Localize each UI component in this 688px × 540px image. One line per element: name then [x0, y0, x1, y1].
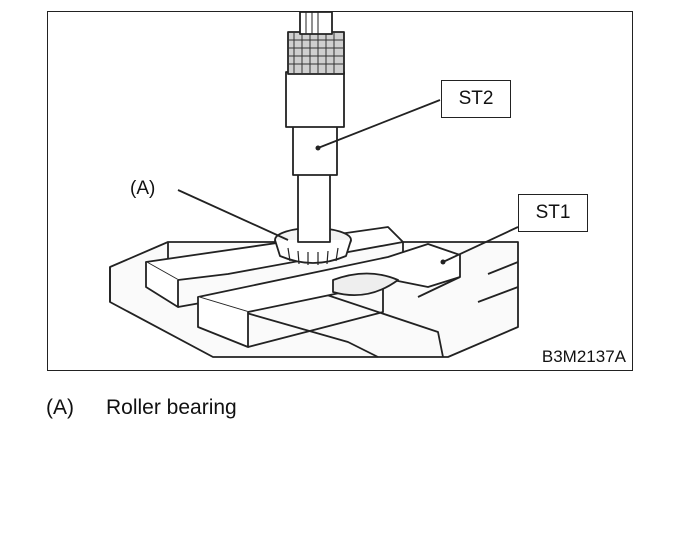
figure-frame: ST2 ST1 (A) B3M2137A	[47, 11, 633, 371]
st1-leader	[442, 226, 519, 263]
a-leader	[177, 189, 289, 241]
press-illustration	[109, 12, 519, 358]
micrometer-sleeve	[292, 119, 338, 176]
spindle	[297, 171, 331, 243]
thimble	[287, 31, 345, 75]
st2-leader	[317, 99, 441, 149]
legend: (A) Roller bearing	[46, 396, 237, 420]
st1-rail-front	[197, 243, 461, 313]
st1-callout: ST1	[518, 194, 588, 232]
ratchet	[299, 12, 333, 35]
st2-callout: ST2	[441, 80, 511, 118]
figure-id: B3M2137A	[541, 347, 626, 366]
micrometer-body	[285, 71, 345, 128]
a-callout: (A)	[130, 178, 156, 199]
legend-text: Roller bearing	[106, 396, 237, 419]
legend-key: (A)	[46, 396, 74, 419]
